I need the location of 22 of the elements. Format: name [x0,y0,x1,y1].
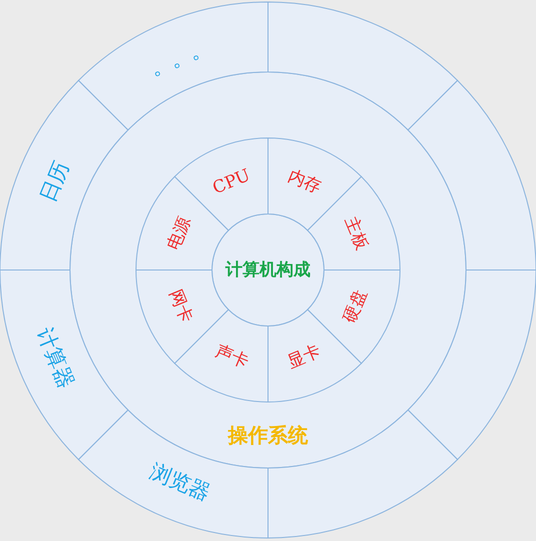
ring-sector [408,80,536,270]
sector-label: 硬盘 [341,287,370,326]
sector-label: 日历 [38,158,74,206]
sector-label: 网卡 [166,287,195,326]
sector-label: 主板 [341,214,370,253]
ring-sector [0,80,128,270]
ring-sector [78,2,268,130]
sector-label: 显卡 [285,343,324,372]
sector-label: 浏览器 [146,460,214,504]
sector-label: 内存 [285,168,324,197]
ring-sector [78,410,268,538]
sector-label: 计算器 [34,324,78,392]
sector-label: 操作系统 [228,425,308,445]
sector-label: CPU [210,167,253,198]
ring-sector [0,270,128,460]
ring-sector [268,2,458,130]
sector-label: 计算机构成 [226,262,310,278]
ring-sector [268,410,458,538]
sector-label: 声卡 [212,343,251,372]
sector-label: 。。。 [146,36,214,80]
sector-label: 电源 [166,214,195,253]
ring-sector [408,270,536,460]
